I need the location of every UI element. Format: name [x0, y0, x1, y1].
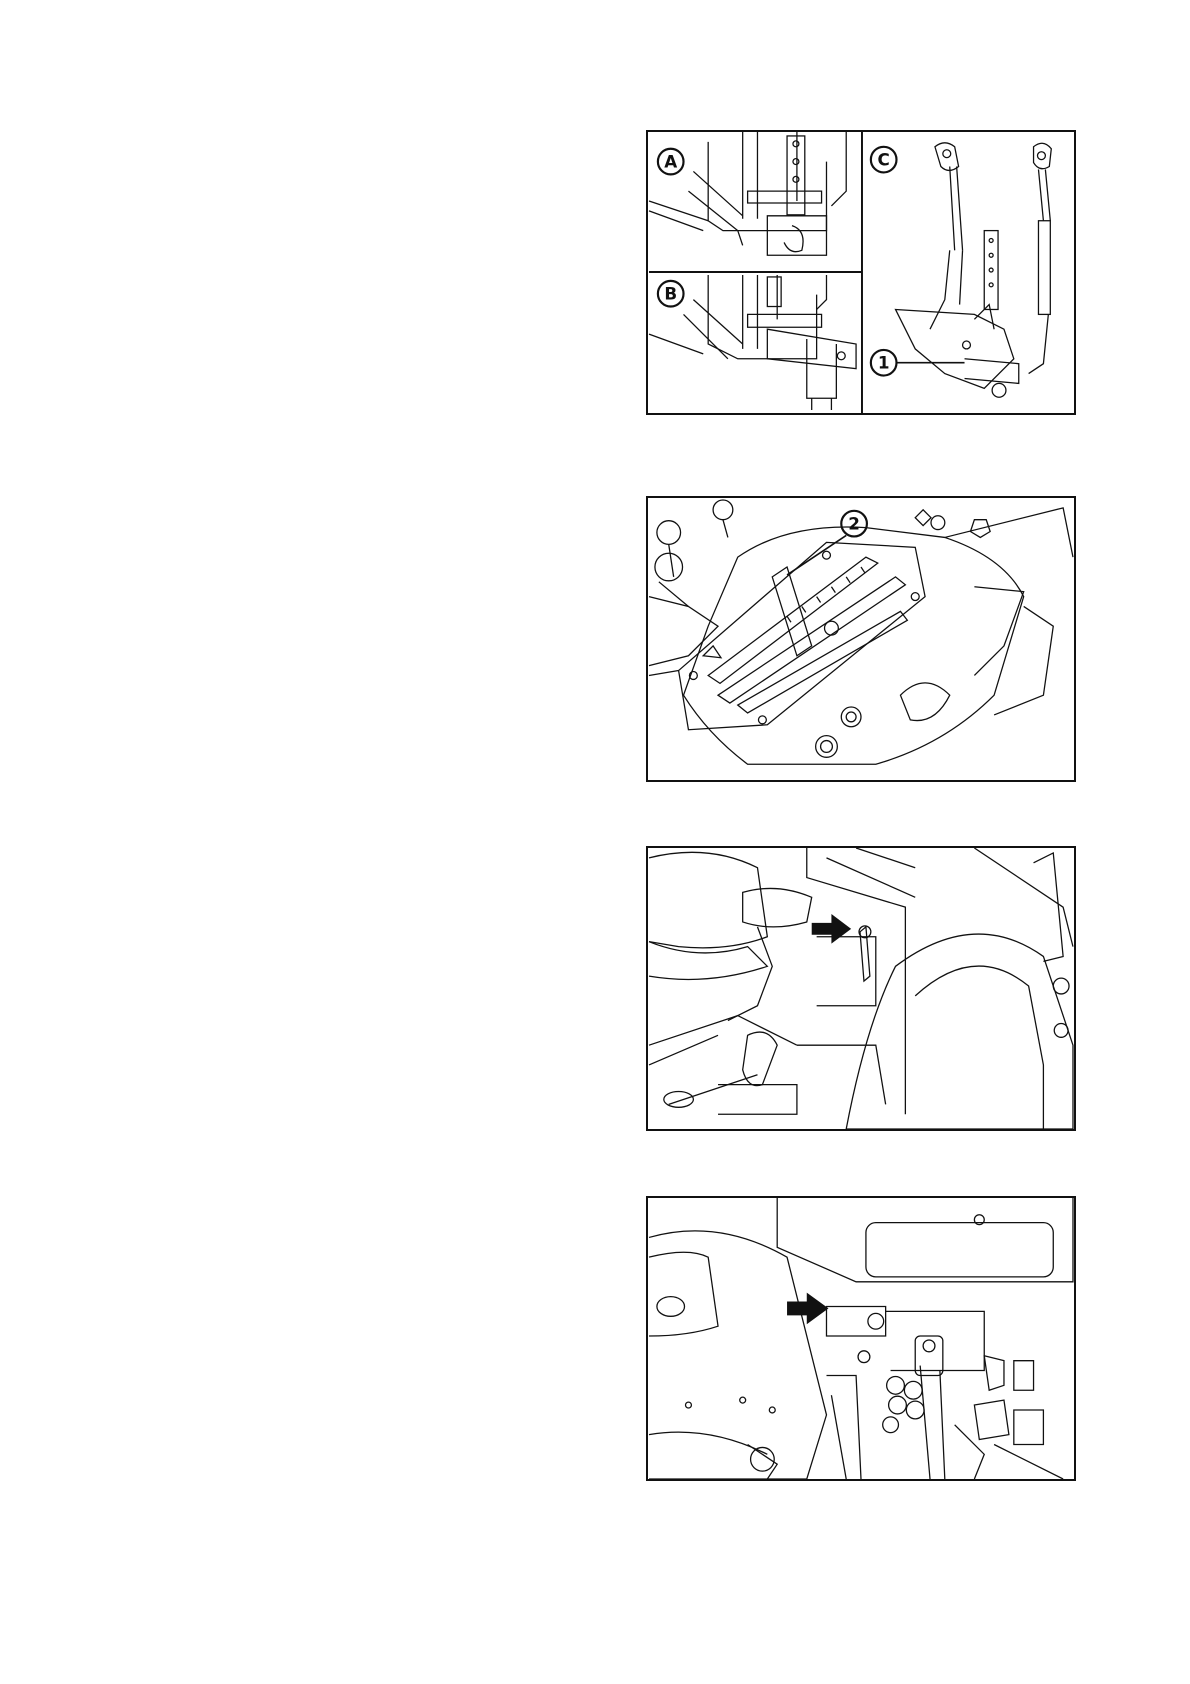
figure-cab-seat-lever: [646, 846, 1076, 1131]
svg-text:A: A: [664, 151, 677, 171]
figure-hitch-panels: A B: [646, 130, 1076, 415]
panel-c-label: C: [871, 147, 897, 173]
arrow-indicator: [787, 1293, 828, 1325]
cab-drawing: [649, 848, 1073, 1129]
rear-drawing: [649, 1198, 1073, 1479]
arrow-indicator: [812, 914, 851, 944]
figure-rear-valves: [646, 1196, 1076, 1481]
panel-a-label: A: [658, 149, 684, 175]
panel-c-drawing: [896, 143, 1052, 397]
panel-b-drawing: [649, 275, 856, 410]
figure-control-console: 2: [646, 496, 1076, 782]
svg-text:C: C: [878, 150, 890, 170]
console-drawing: [649, 500, 1073, 764]
svg-text:2: 2: [848, 514, 860, 534]
callout-1: 1: [871, 350, 965, 376]
svg-text:1: 1: [878, 353, 890, 373]
svg-text:B: B: [664, 284, 677, 304]
panel-b-label: B: [658, 281, 684, 307]
